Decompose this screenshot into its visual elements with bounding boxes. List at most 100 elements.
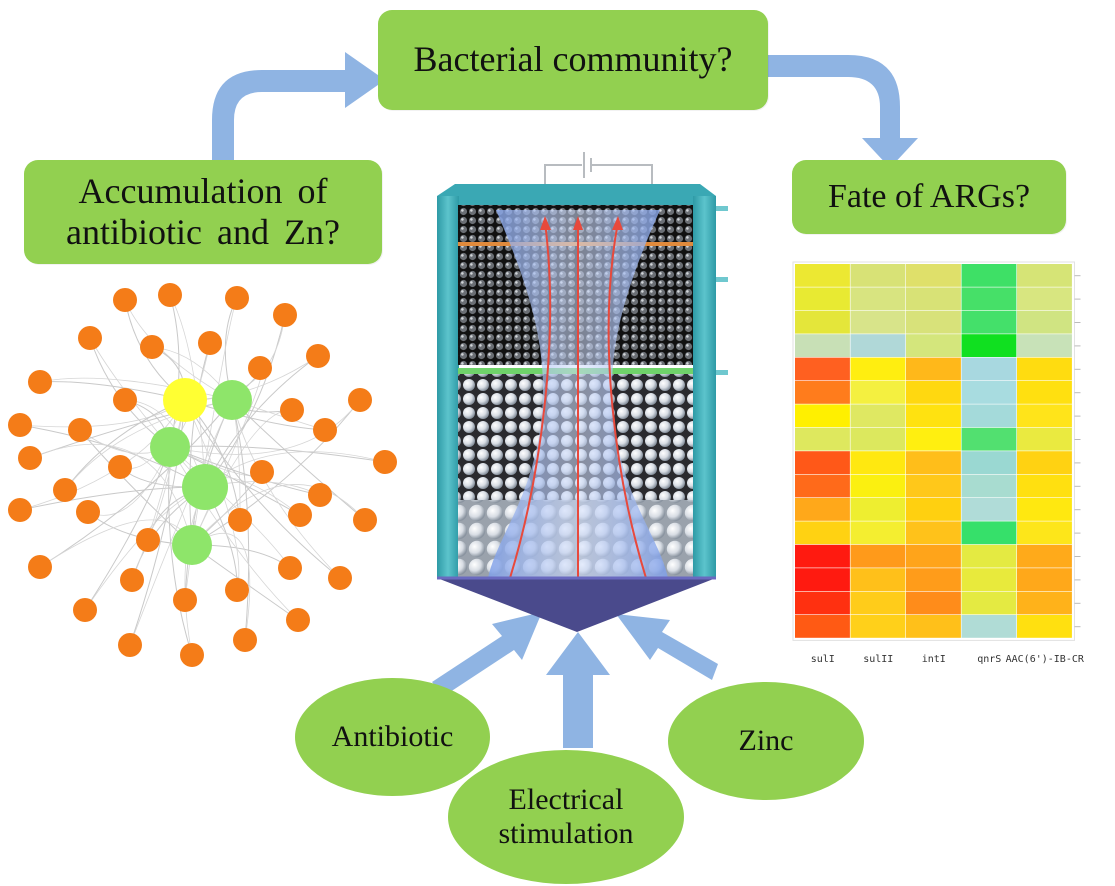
heatmap-cell xyxy=(795,427,850,451)
network-node xyxy=(8,413,32,437)
network-node xyxy=(250,460,274,484)
heatmap-cell xyxy=(795,381,850,404)
arrow-zinc-to-reactor xyxy=(616,614,718,680)
port-top xyxy=(716,206,728,211)
heatmap-cell xyxy=(961,615,1017,638)
network-edge xyxy=(191,484,366,546)
network-edge xyxy=(19,399,186,428)
heatmap-cell xyxy=(961,498,1017,521)
network-hub-yellow xyxy=(163,378,207,422)
heatmap-cell xyxy=(1017,427,1072,451)
network-edge xyxy=(189,342,211,546)
network-node xyxy=(278,556,302,580)
heatmap-cell xyxy=(1017,544,1072,568)
heatmap-cell xyxy=(906,451,961,474)
network-hub-green xyxy=(182,464,228,510)
heatmap-cell xyxy=(961,521,1017,545)
network-node xyxy=(113,288,137,312)
heatmap-column-label: sulI xyxy=(811,654,835,665)
heatmap-cell xyxy=(850,381,906,404)
network-node xyxy=(225,578,249,602)
heatmap-cell xyxy=(961,381,1017,404)
flow-line-left xyxy=(509,221,552,577)
heatmap-cell xyxy=(961,404,1017,428)
heatmap-cell xyxy=(906,591,961,615)
network-edge xyxy=(169,445,386,463)
network-edge xyxy=(184,486,206,656)
network-node xyxy=(228,508,252,532)
network-edge xyxy=(169,294,206,488)
heatmap-cell xyxy=(850,521,906,545)
arrows xyxy=(212,52,918,748)
arrow-accumulation-to-bacterial xyxy=(212,52,385,160)
heatmap-cell xyxy=(850,451,906,474)
heatmap-column-label: qnrS xyxy=(977,654,1001,665)
heatmap-cell xyxy=(1017,615,1072,638)
network-node xyxy=(8,498,32,522)
network-node xyxy=(28,370,52,394)
electrical-stimulation-input: Electrical stimulation xyxy=(448,750,684,884)
heatmap-cell xyxy=(795,287,850,311)
network-node xyxy=(348,388,372,412)
heatmap-column-label: AAC(6')-IB-CR xyxy=(1006,654,1085,665)
reactor-left-wall xyxy=(437,196,459,578)
heatmap-cell xyxy=(1017,381,1072,404)
network-node xyxy=(280,398,304,422)
network-node xyxy=(53,478,77,502)
heatmap-cell xyxy=(961,287,1017,311)
network-node xyxy=(120,568,144,592)
network-node xyxy=(73,598,97,622)
reactor-illustration xyxy=(437,152,728,632)
network-edge xyxy=(191,399,361,546)
heatmap-cell xyxy=(795,310,850,334)
heatmap-cell xyxy=(961,427,1017,451)
heatmap-cell xyxy=(850,404,906,428)
heatmap-cell xyxy=(1017,404,1072,428)
network-edge xyxy=(19,486,206,511)
heatmap-cell xyxy=(850,334,906,357)
heatmap-cell xyxy=(850,498,906,521)
arrow-antibiotic-to-reactor xyxy=(432,612,542,696)
network-node xyxy=(248,356,272,380)
heatmap-cell xyxy=(961,474,1017,498)
arrow-electrical-to-reactor xyxy=(546,632,610,748)
heatmap-cell xyxy=(906,334,961,357)
fate-of-args-box: Fate of ARGs? xyxy=(792,160,1066,234)
flow-line-right xyxy=(607,221,647,577)
heatmap-cell xyxy=(795,404,850,428)
network-node xyxy=(306,344,330,368)
heatmap-cell xyxy=(795,334,850,357)
heatmap-cell xyxy=(1017,451,1072,474)
network-node xyxy=(373,450,397,474)
heatmap-cell xyxy=(850,264,906,287)
network-node xyxy=(140,335,164,359)
heatmap-cell xyxy=(961,568,1017,591)
heatmap-cell xyxy=(961,544,1017,568)
flow-arrowhead-center xyxy=(573,216,583,230)
heatmap-column-label: sulII xyxy=(863,654,893,665)
network-graph xyxy=(8,283,397,667)
heatmap-cell xyxy=(906,474,961,498)
network-node xyxy=(76,500,100,524)
heatmap-cell xyxy=(961,591,1017,615)
heatmap-cell xyxy=(795,568,850,591)
network-node xyxy=(313,418,337,442)
network-node xyxy=(180,643,204,667)
heatmap-cell xyxy=(850,544,906,568)
network-edge xyxy=(129,399,186,646)
port-middle xyxy=(716,277,728,282)
network-edge xyxy=(39,399,233,568)
accumulation-label-line2: antibiotic and Zn? xyxy=(66,212,340,252)
heatmap-cell xyxy=(850,287,906,311)
network-node xyxy=(233,628,257,652)
network-node xyxy=(288,503,312,527)
network-node xyxy=(108,455,132,479)
heatmap-cell xyxy=(906,615,961,638)
network-hub-green xyxy=(172,525,212,565)
reactor-right-wall xyxy=(693,196,716,578)
heatmap-cell xyxy=(850,310,906,334)
zinc-input: Zinc xyxy=(668,682,864,800)
heatmap-cell xyxy=(1017,498,1072,521)
network-node xyxy=(173,588,197,612)
